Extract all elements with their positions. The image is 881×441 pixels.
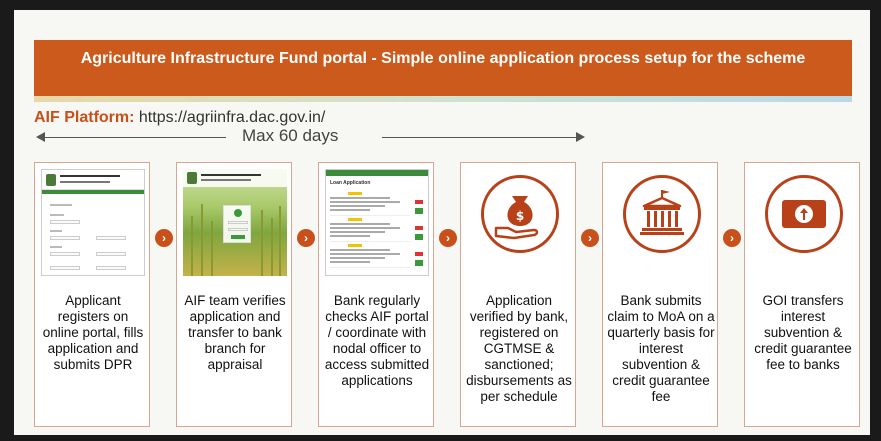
step-card-2: AIF team verifies application and transf…	[176, 162, 292, 427]
government-building-icon	[623, 175, 701, 253]
step-card-5: Bank submits claim to MoA on a quarterly…	[602, 162, 718, 427]
step-card-6: GOI transfers interest subvention & cred…	[744, 162, 860, 427]
title-underline	[34, 96, 852, 102]
money-bag-hand-icon: $	[481, 175, 559, 253]
slide-title: Agriculture Infrastructure Fund portal -…	[34, 40, 852, 96]
step-card-3: Loan Application	[318, 162, 434, 427]
chevron-right-icon: ›	[155, 229, 173, 247]
timeline-line-right	[382, 137, 576, 138]
step-card-4: $ Application verified by bank, register…	[460, 162, 576, 427]
chevron-right-icon: ›	[439, 229, 457, 247]
timeline-line-left	[44, 137, 226, 138]
step-1-text: Applicant registers on online portal, fi…	[42, 293, 144, 372]
platform-label: AIF Platform:	[34, 109, 135, 126]
step-4-text: Application verified by bank, registered…	[466, 293, 572, 404]
slide: Agriculture Infrastructure Fund portal -…	[14, 10, 870, 435]
step-3-text: Bank regularly checks AIF portal / coord…	[324, 293, 430, 388]
arrow-left-icon	[36, 132, 45, 142]
platform-url[interactable]: https://agriinfra.dac.gov.in/	[138, 109, 326, 126]
step-5-text: Bank submits claim to MoA on a quarterly…	[607, 293, 715, 404]
registration-form-screenshot	[41, 169, 145, 276]
chevron-right-icon: ›	[723, 229, 741, 247]
step-6-text: GOI transfers interest subvention & cred…	[754, 293, 852, 372]
timeline: Max 60 days	[36, 126, 585, 148]
chevron-right-icon: ›	[297, 229, 315, 247]
step-card-1: Applicant registers on online portal, fi…	[34, 162, 150, 427]
loan-application-title: Loan Application	[330, 180, 371, 186]
platform-line: AIF Platform: https://agriinfra.dac.gov.…	[34, 109, 325, 127]
chevron-right-icon: ›	[581, 229, 599, 247]
arrow-right-icon	[576, 132, 585, 142]
login-page-screenshot	[183, 169, 287, 276]
svg-text:$: $	[516, 209, 524, 223]
loan-application-list-screenshot: Loan Application	[325, 169, 429, 276]
step-2-text: AIF team verifies application and transf…	[184, 293, 286, 372]
banknote-transfer-icon	[765, 175, 843, 253]
timeline-label: Max 60 days	[242, 126, 339, 145]
